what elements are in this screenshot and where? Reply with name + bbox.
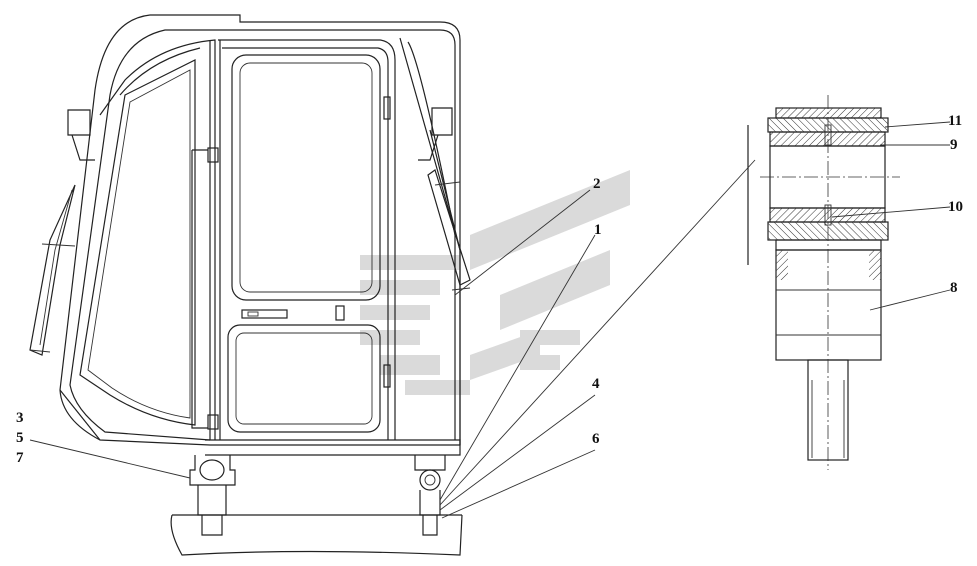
callout-5: 5 [16,430,24,446]
mount-detail-section [747,95,900,470]
cab-mounts [170,455,463,556]
callout-2: 2 [593,176,601,192]
callout-9: 9 [950,137,958,153]
callout-4: 4 [592,376,600,392]
callout-6: 6 [592,431,600,447]
callout-1: 1 [594,222,602,238]
callout-8: 8 [950,280,958,296]
callout-7: 7 [16,450,24,466]
cab-body [29,14,471,456]
callout-labels: 2 1 4 6 3 5 7 11 9 10 8 [16,113,963,466]
callout-11: 11 [948,113,962,129]
callout-3: 3 [16,410,24,426]
leader-lines [29,121,951,519]
callout-10: 10 [948,199,963,215]
manufacturer-logo-watermark [360,170,630,395]
